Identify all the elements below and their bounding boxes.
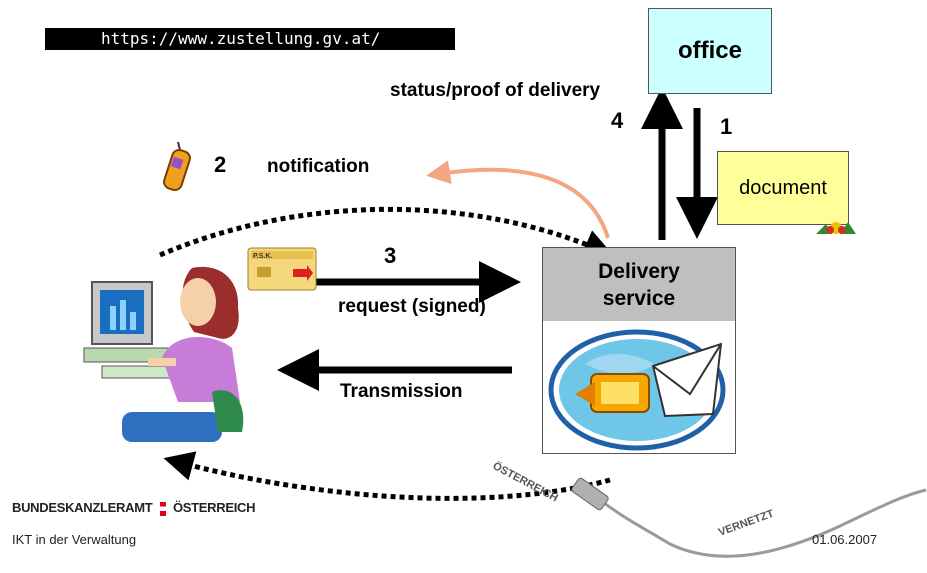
ministry-logo-left: BUNDESKANZLERAMT [12,500,153,515]
step-1-number: 1 [720,114,733,139]
usb-cable-graphic: ÖSTERREICH VERNETZT [491,459,927,558]
delivery-service-line2: service [602,286,676,310]
office-box: office [648,8,772,94]
signature-card-icon: P.S.K. [247,247,317,291]
logo-flag-icon [159,501,166,516]
flower-icon [816,222,856,234]
delivery-service-line1: Delivery [598,259,680,283]
arrow-notification [426,160,610,239]
notification-label: notification [267,156,370,177]
cable-text-1: ÖSTERREICH [491,459,561,504]
step-4-number: 4 [611,108,624,133]
step-3-number: 3 [384,243,397,268]
delivery-service-box: Delivery service [542,247,736,454]
transmission-label: Transmission [340,381,463,402]
document-label: document [739,176,827,199]
delivery-service-header: Delivery service [543,248,735,321]
document-box: document [717,151,849,225]
user-at-computer-icon [83,266,244,442]
ministry-logo: BUNDESKANZLERAMT ÖSTERREICH [12,500,256,516]
arrow-dotted-lower [163,451,611,501]
ministry-logo-right: ÖSTERREICH [172,500,256,515]
footer-left-text: IKT in der Verwaltung [12,532,137,547]
footer-date: 01.06.2007 [812,532,878,547]
request-signed-label: request (signed) [338,296,486,317]
arrow-dotted-upper [159,206,614,258]
url-banner[interactable]: https://www.zustellung.gv.at/ [45,28,455,50]
cable-text-2: VERNETZT [717,508,776,539]
office-label: office [677,37,742,64]
status-proof-label: status/proof of delivery [390,80,601,101]
mobile-phone-icon [163,141,191,191]
card-text: P.S.K. [253,253,272,260]
mail-globe-icon [548,329,726,451]
step-2-number: 2 [214,152,227,177]
